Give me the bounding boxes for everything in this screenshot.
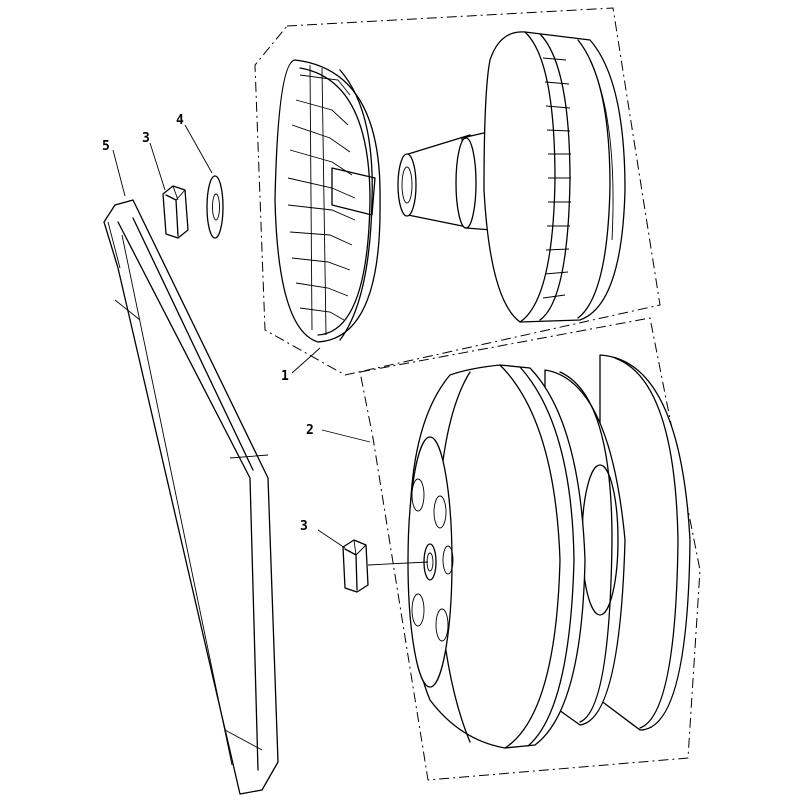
drive-shaft-sleeve	[397, 131, 493, 231]
variator-pulley	[483, 31, 626, 323]
leader-lines	[112, 124, 429, 566]
callout-1: 1	[281, 369, 289, 384]
callout-3-upper: 3	[142, 131, 150, 146]
clutch-driven-pulley	[407, 354, 691, 749]
hex-nut-upper	[162, 185, 189, 239]
callout-2: 2	[306, 423, 314, 438]
drive-face-fan	[274, 59, 381, 343]
drive-belt	[103, 199, 279, 795]
group-2-boundary	[359, 317, 701, 781]
hex-nut-lower	[342, 539, 369, 593]
callout-4: 4	[176, 113, 184, 128]
washer	[206, 175, 224, 239]
group-1-boundary	[254, 7, 661, 376]
callout-5: 5	[102, 139, 110, 154]
callout-3-lower: 3	[300, 519, 308, 534]
